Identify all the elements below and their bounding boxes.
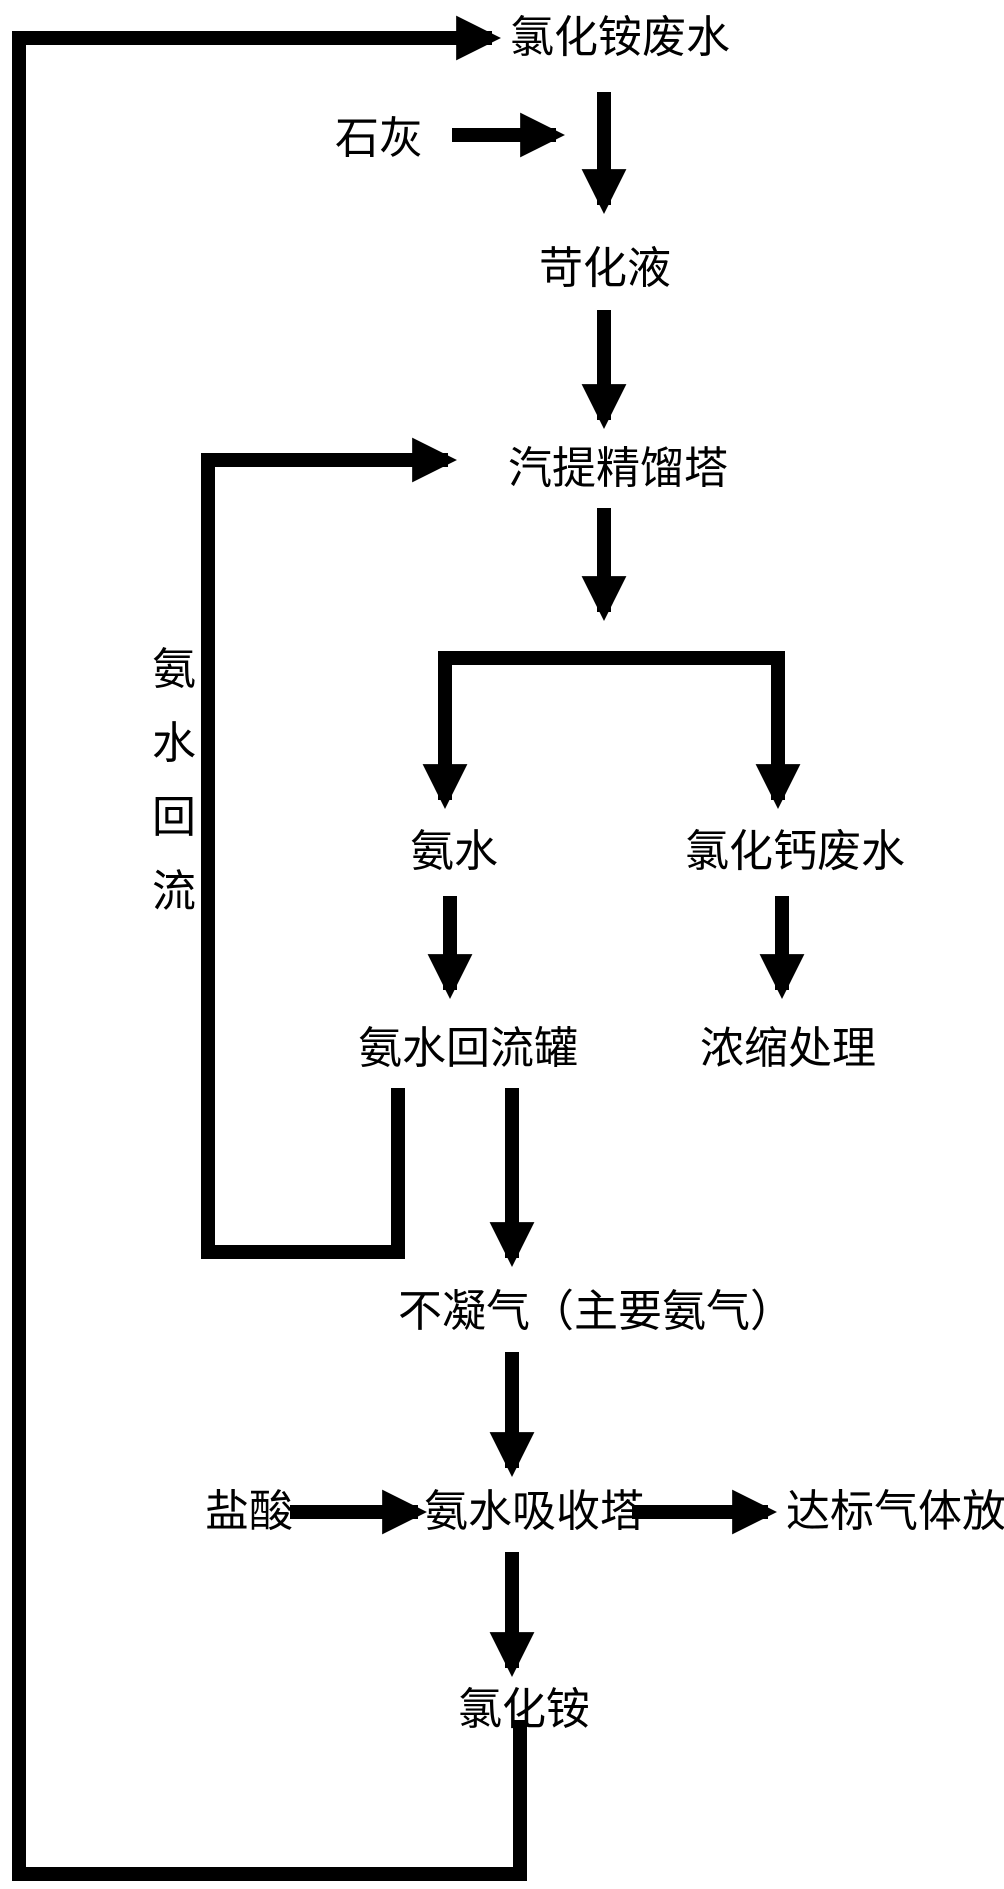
reflux-loop-line <box>201 437 457 1259</box>
node-causticized-liquid: 苛化液 <box>539 243 671 294</box>
node-ammonia-water: 氨水 <box>410 826 498 877</box>
node-calcium-chloride-wastewater: 氯化钙废水 <box>685 826 905 877</box>
reflux-label-char: 流 <box>152 866 196 917</box>
node-lime: 石灰 <box>335 113 423 164</box>
split-right-line <box>604 651 801 809</box>
recycle-loop-line <box>12 15 527 1881</box>
node-noncondensable-gas: 不凝气（主要氨气） <box>398 1286 794 1337</box>
node-hydrochloric-acid: 盐酸 <box>205 1486 293 1537</box>
node-ammonia-absorber: 氨水吸收塔 <box>424 1486 644 1537</box>
node-ammonia-reflux-tank: 氨水回流罐 <box>358 1023 578 1074</box>
node-concentration-treatment: 浓缩处理 <box>700 1023 876 1074</box>
reflux-vertical-label: 氨 水 回 流 <box>150 648 198 944</box>
reflux-label-char: 氨 <box>152 644 196 695</box>
reflux-label-char: 水 <box>152 718 196 769</box>
node-ammonium-chloride-wastewater: 氯化铵废水 <box>510 12 730 63</box>
reflux-label-char: 回 <box>152 792 196 843</box>
node-ammonium-chloride: 氯化铵 <box>458 1684 590 1735</box>
node-vent-gas: 达标气体放空 <box>786 1486 1004 1537</box>
node-stripping-column: 汽提精馏塔 <box>508 443 728 494</box>
split-left-line <box>422 651 604 809</box>
